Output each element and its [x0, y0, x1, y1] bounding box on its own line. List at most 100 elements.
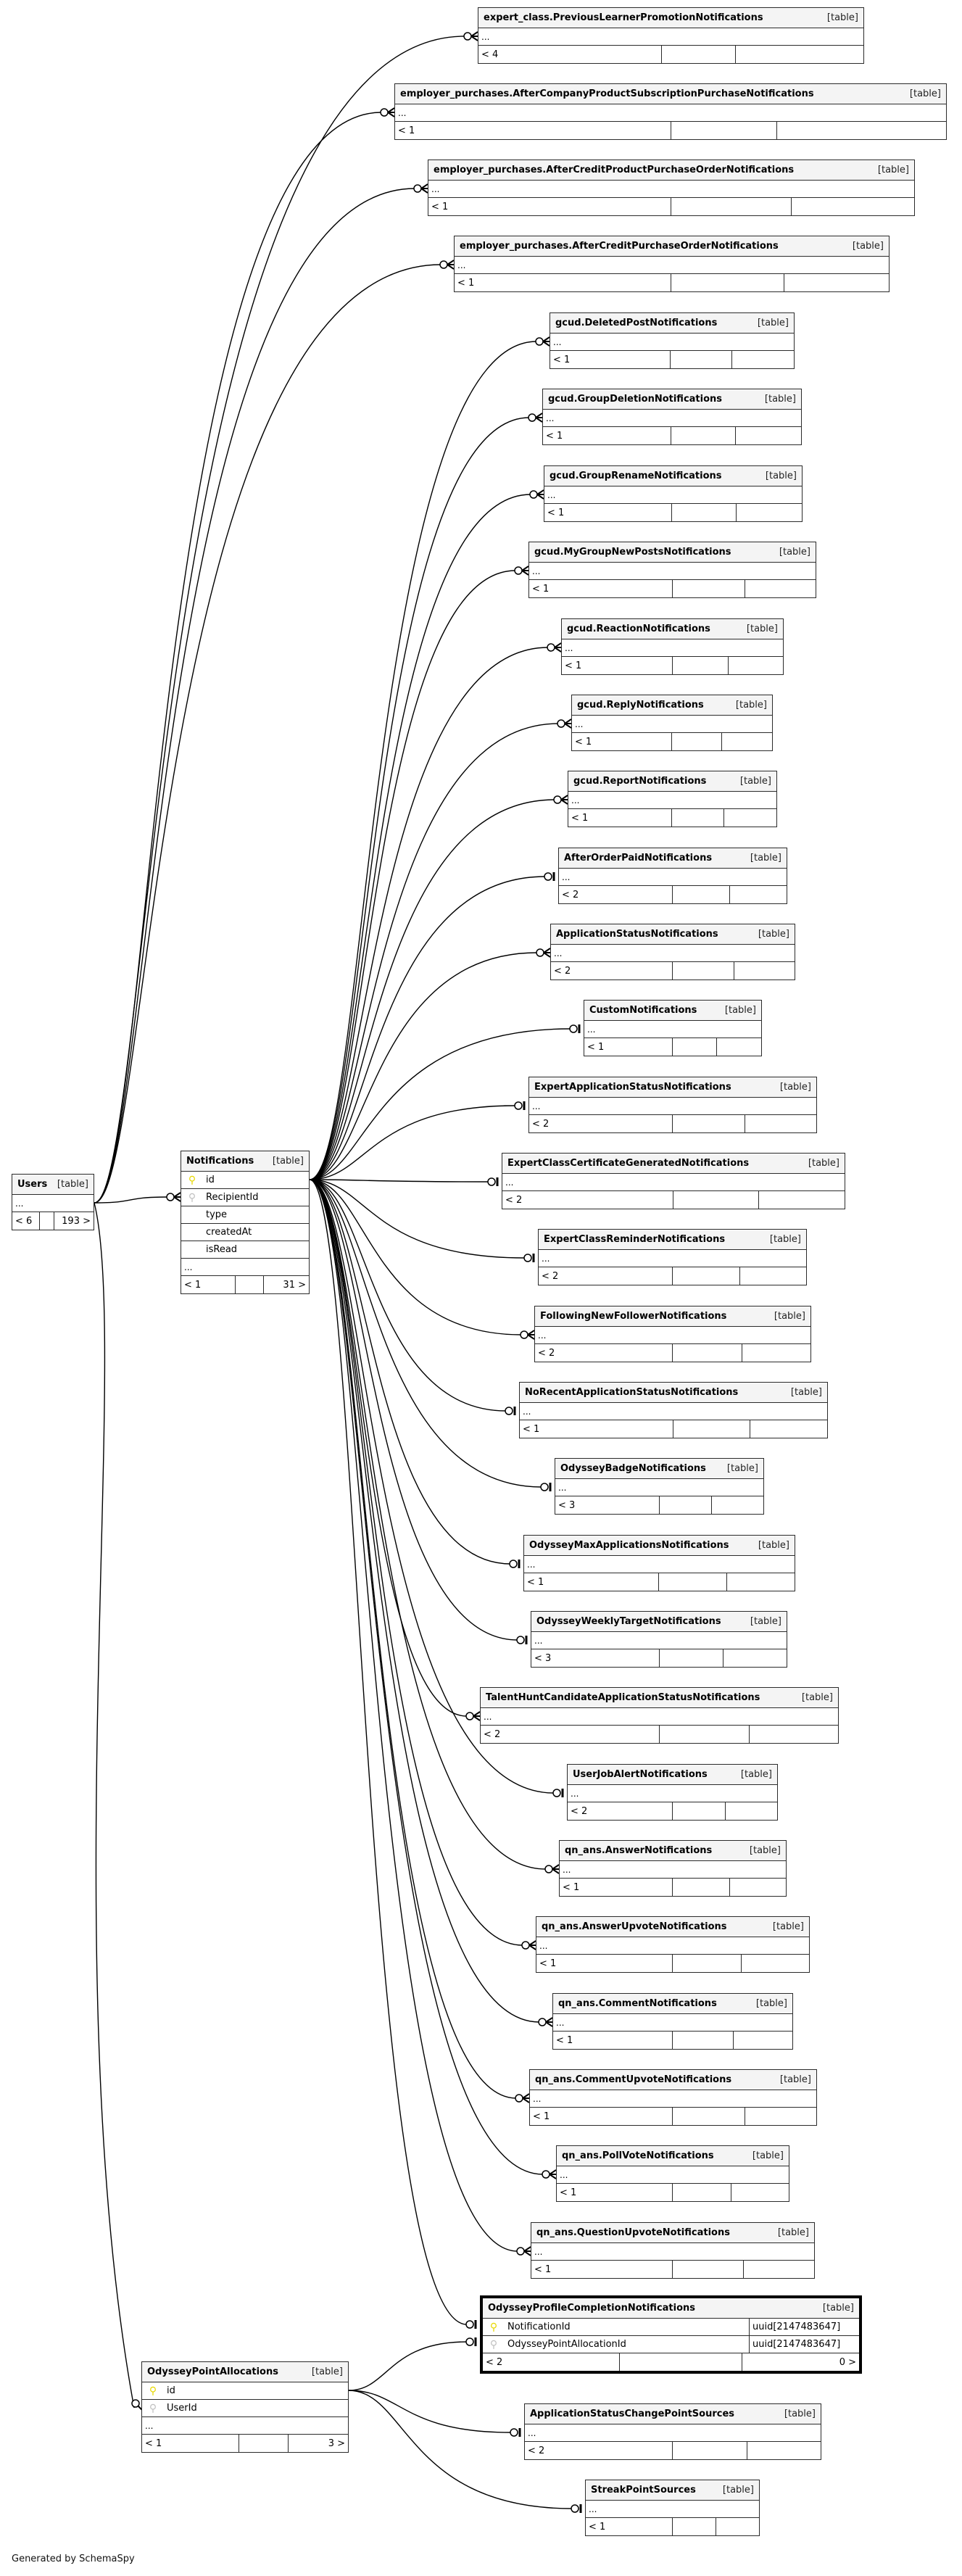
table-qn-ans-answer-upvote-notifications[interactable]: qn_ans.AnswerUpvoteNotifications [table]…: [536, 1916, 810, 1973]
optional-marker-icon: [131, 2399, 140, 2408]
table-gcud-my-group-new-posts-notifications[interactable]: gcud.MyGroupNewPostsNotifications [table…: [528, 542, 816, 598]
parents-count[interactable]: < 6: [15, 1215, 33, 1227]
table-notifications[interactable]: Notifications [table] ⚲ id ⚲ RecipientId…: [181, 1151, 310, 1294]
parents-count[interactable]: < 1: [571, 812, 589, 824]
table-expert-class-certificate-generated-notifications[interactable]: ExpertClassCertificateGeneratedNotificat…: [502, 1153, 845, 1209]
parents-count[interactable]: < 2: [528, 2445, 545, 2456]
table-gcud-report-notifications[interactable]: gcud.ReportNotifications [table] ... < 1: [568, 771, 777, 827]
table-user-job-alert-notifications[interactable]: UserJobAlertNotifications [table] ... < …: [567, 1764, 778, 1821]
table-odyssey-profile-completion-notifications[interactable]: OdysseyProfileCompletionNotifications [t…: [480, 2295, 862, 2374]
parents-count[interactable]: < 2: [571, 1805, 588, 1817]
parents-count[interactable]: < 1: [457, 277, 475, 289]
table-name: FollowingNewFollowerNotifications: [540, 1311, 727, 1322]
parents-count[interactable]: < 1: [546, 430, 563, 442]
parents-count[interactable]: < 1: [587, 1041, 605, 1053]
parents-count[interactable]: < 1: [184, 1279, 202, 1291]
optional-marker-icon: [380, 108, 389, 117]
relationship-line: [309, 952, 538, 1180]
table-users[interactable]: Users [table] ... < 6 193 >: [12, 1174, 94, 1230]
parents-count[interactable]: < 1: [431, 201, 449, 212]
table-qn-ans-question-upvote-notifications[interactable]: qn_ans.QuestionUpvoteNotifications [tabl…: [531, 2222, 815, 2279]
parents-count[interactable]: < 1: [539, 1958, 557, 1969]
parents-count[interactable]: < 4: [481, 49, 499, 60]
ellipsis-row: ...: [584, 1021, 761, 1038]
footer-spacer: [745, 580, 816, 597]
table-application-status-notifications[interactable]: ApplicationStatusNotifications [table] .…: [550, 924, 795, 980]
parents-count[interactable]: < 1: [523, 1423, 540, 1435]
table-qn-ans-answer-notifications[interactable]: qn_ans.AnswerNotifications [table] ... <…: [559, 1840, 787, 1897]
table-application-status-change-point-sources[interactable]: ApplicationStatusChangePointSources [tab…: [524, 2403, 821, 2460]
column-row[interactable]: ⚲ id: [142, 2382, 348, 2400]
table-odyssey-weekly-target-notifications[interactable]: OdysseyWeeklyTargetNotifications [table]…: [531, 1611, 787, 1668]
column-row[interactable]: ⚲ UserId: [142, 2400, 348, 2417]
table-gcud-group-rename-notifications[interactable]: gcud.GroupRenameNotifications [table] ..…: [544, 465, 803, 522]
parents-count[interactable]: < 1: [547, 507, 565, 518]
column-row[interactable]: createdAt: [181, 1224, 309, 1241]
table-gcud-deleted-post-notifications[interactable]: gcud.DeletedPostNotifications [table] ..…: [550, 312, 795, 369]
parents-count[interactable]: < 1: [145, 2438, 162, 2449]
column-row[interactable]: ⚲ id: [181, 1172, 309, 1189]
parents-count[interactable]: < 2: [486, 2356, 503, 2368]
table-talent-hunt-candidate-application-status-notifications[interactable]: TalentHuntCandidateApplicationStatusNoti…: [480, 1687, 839, 1744]
column-row[interactable]: ⚲ OdysseyPointAllocationId uuid[21474836…: [483, 2336, 859, 2353]
table-footer: < 1: [568, 809, 776, 827]
children-count[interactable]: 0 >: [742, 2353, 859, 2371]
parents-count[interactable]: < 1: [527, 1576, 544, 1588]
table-no-recent-application-status-notifications[interactable]: NoRecentApplicationStatusNotifications […: [519, 1382, 828, 1438]
table-odyssey-max-applications-notifications[interactable]: OdysseyMaxApplicationsNotifications [tab…: [523, 1535, 795, 1591]
parents-count[interactable]: < 1: [575, 736, 592, 747]
column-row[interactable]: ⚲ RecipientId: [181, 1189, 309, 1206]
parents-count[interactable]: < 1: [553, 354, 571, 365]
parents-count[interactable]: < 1: [534, 2264, 552, 2275]
relationship-line: [309, 1105, 516, 1180]
parents-count[interactable]: < 2: [505, 1194, 523, 1206]
table-employer-purchases-after-credit-product-purchase-order-notifications[interactable]: employer_purchases.AfterCreditProductPur…: [428, 160, 915, 216]
table-after-order-paid-notifications[interactable]: AfterOrderPaidNotifications [table] ... …: [558, 848, 787, 904]
table-footer: < 1: [529, 580, 816, 597]
table-gcud-group-deletion-notifications[interactable]: gcud.GroupDeletionNotifications [table] …: [542, 389, 802, 445]
ellipsis-row: ...: [562, 639, 783, 657]
children-count[interactable]: 3 >: [288, 2435, 348, 2452]
table-qn-ans-poll-vote-notifications[interactable]: qn_ans.PollVoteNotifications [table] ...…: [556, 2145, 789, 2202]
column-row[interactable]: isRead: [181, 1241, 309, 1259]
table-following-new-follower-notifications[interactable]: FollowingNewFollowerNotifications [table…: [534, 1306, 811, 1362]
parents-count[interactable]: < 1: [560, 2187, 577, 2198]
parents-count[interactable]: < 3: [558, 1499, 576, 1511]
parents-count[interactable]: < 1: [563, 1881, 580, 1893]
table-expert-class-reminder-notifications[interactable]: ExpertClassReminderNotifications [table]…: [538, 1229, 807, 1285]
parents-count[interactable]: < 3: [534, 1652, 552, 1664]
children-count[interactable]: 31 >: [263, 1276, 309, 1293]
table-expert-class-previous-learner-promotion-notifications[interactable]: expert_class.PreviousLearnerPromotionNot…: [478, 7, 864, 64]
parents-count[interactable]: < 1: [556, 2034, 573, 2046]
parents-count[interactable]: < 2: [484, 1728, 501, 1740]
parents-count[interactable]: < 1: [589, 2521, 606, 2532]
table-qn-ans-comment-upvote-notifications[interactable]: qn_ans.CommentUpvoteNotifications [table…: [529, 2069, 817, 2126]
parents-count[interactable]: < 2: [538, 1347, 555, 1359]
table-employer-purchases-after-company-product-subscription-purchase-notifications[interactable]: employer_purchases.AfterCompanyProductSu…: [394, 83, 947, 140]
table-streak-point-sources[interactable]: StreakPointSources [table] ... < 1: [585, 2480, 760, 2536]
column-row[interactable]: type: [181, 1206, 309, 1224]
parents-count[interactable]: < 1: [398, 125, 415, 136]
parents-count[interactable]: < 1: [533, 2111, 550, 2122]
table-custom-notifications[interactable]: CustomNotifications [table] ... < 1: [584, 1000, 762, 1056]
parents-count[interactable]: < 1: [565, 660, 582, 671]
crows-foot-icon: [542, 336, 550, 347]
table-employer-purchases-after-credit-purchase-order-notifications[interactable]: employer_purchases.AfterCreditPurchaseOr…: [454, 236, 890, 292]
parents-count[interactable]: < 2: [532, 1118, 550, 1130]
footer-spacer: [741, 1955, 809, 1972]
footer-spacer: [721, 733, 772, 750]
table-odyssey-badge-notifications[interactable]: OdysseyBadgeNotifications [table] ... < …: [555, 1458, 764, 1515]
parents-count[interactable]: < 2: [562, 889, 579, 900]
parents-count[interactable]: < 1: [532, 583, 550, 595]
table-expert-application-status-notifications[interactable]: ExpertApplicationStatusNotifications [ta…: [528, 1077, 817, 1133]
parents-count[interactable]: < 2: [542, 1270, 559, 1282]
parents-count[interactable]: < 2: [554, 965, 571, 977]
column-row[interactable]: ⚲ NotificationId uuid[2147483647]: [483, 2319, 859, 2336]
table-gcud-reaction-notifications[interactable]: gcud.ReactionNotifications [table] ... <…: [561, 618, 784, 675]
table-odyssey-point-allocations[interactable]: OdysseyPointAllocations [table] ⚲ id ⚲ U…: [141, 2361, 349, 2453]
children-count[interactable]: 193 >: [54, 1212, 94, 1230]
table-name: ApplicationStatusChangePointSources: [530, 2409, 735, 2419]
table-gcud-reply-notifications[interactable]: gcud.ReplyNotifications [table] ... < 1: [571, 695, 773, 751]
crows-foot-icon: [527, 1330, 535, 1340]
table-qn-ans-comment-notifications[interactable]: qn_ans.CommentNotifications [table] ... …: [552, 1993, 793, 2050]
